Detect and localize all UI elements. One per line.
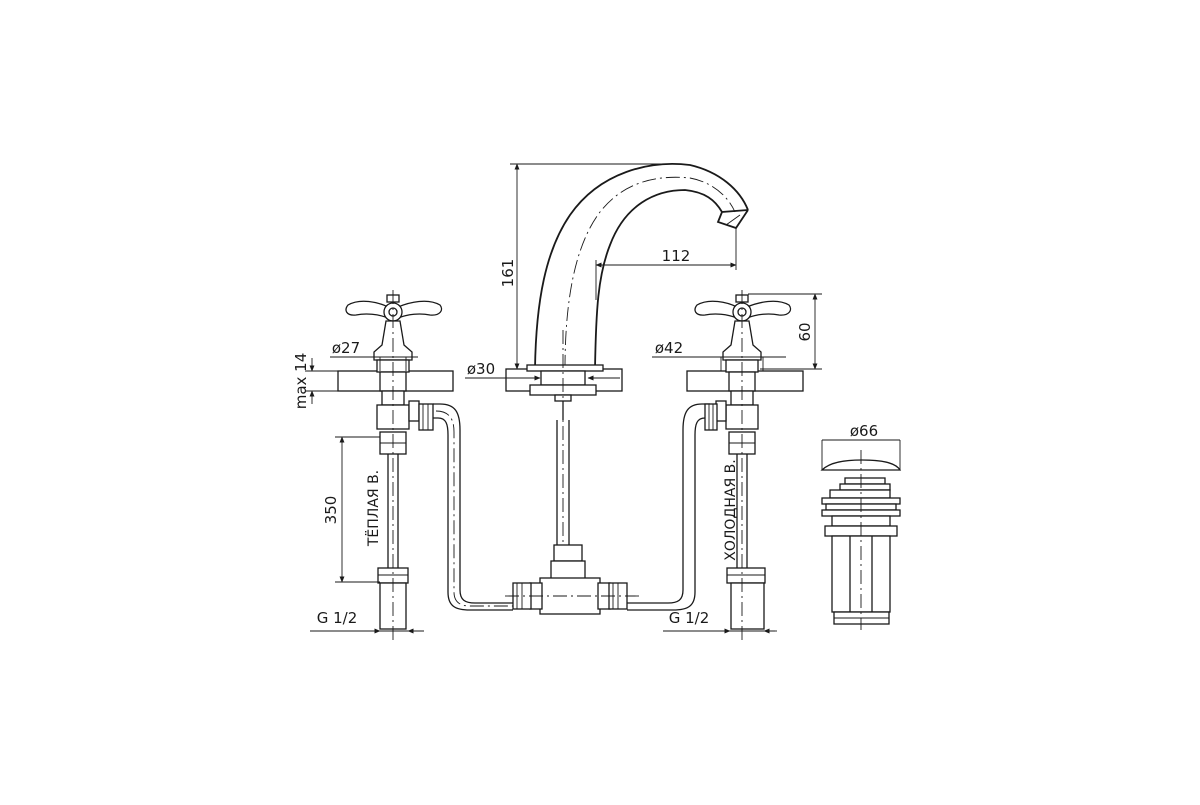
spout xyxy=(526,163,749,420)
label-cold-water: ХОЛОДНАЯ В. xyxy=(723,459,739,560)
drain-assembly xyxy=(820,450,902,630)
center-supply-pipe xyxy=(550,420,586,580)
dim-deck-thickness: max 14 xyxy=(292,353,310,410)
dim-drain-diameter: ø66 xyxy=(850,422,878,440)
dim-spout-height: 161 xyxy=(499,259,517,288)
dimension-lines xyxy=(305,163,901,634)
left-hose xyxy=(433,403,513,611)
dim-left-connection: G 1/2 xyxy=(317,609,358,627)
dim-hose-length: 350 xyxy=(322,496,340,525)
right-hose xyxy=(627,403,710,611)
dim-left-hole: ø27 xyxy=(332,339,360,357)
dim-right-connection: G 1/2 xyxy=(669,609,710,627)
left-valve xyxy=(345,290,443,640)
dim-right-hole: ø42 xyxy=(655,339,683,357)
dim-spout-reach: 112 xyxy=(662,247,691,265)
right-valve xyxy=(694,290,792,640)
dim-handle-height: 60 xyxy=(796,322,814,341)
mixing-tee xyxy=(505,577,640,615)
dim-center-hole: ø30 xyxy=(467,360,495,378)
label-warm-water: ТЁПЛАЯ В. xyxy=(364,470,382,547)
